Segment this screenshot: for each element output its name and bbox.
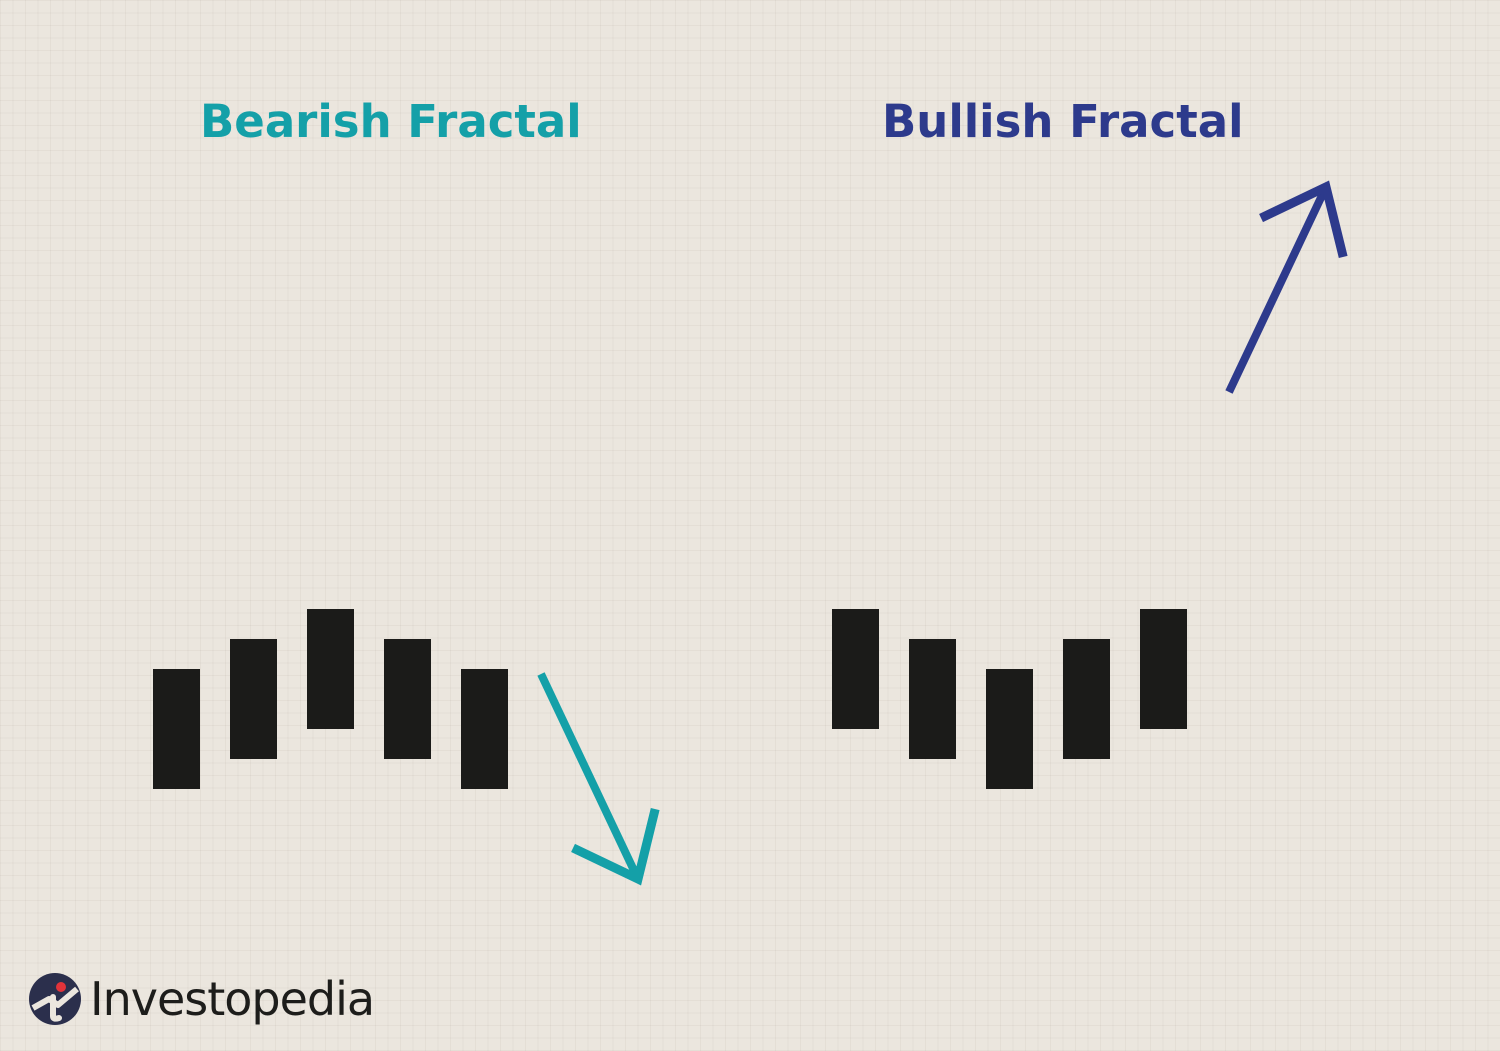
investopedia-brand: Investopedia	[28, 970, 375, 1028]
bullish-arrow-shaft	[1225, 185, 1330, 394]
investopedia-logo-icon	[29, 973, 81, 1025]
bearish-arrow-head	[571, 808, 660, 886]
bearish-bar-5	[461, 669, 508, 789]
bullish-arrow-head	[1259, 180, 1348, 258]
bullish-bar-5	[1140, 609, 1187, 729]
bullish-fractal-title: Bullish Fractal	[882, 95, 1244, 148]
bearish-bar-3	[307, 609, 354, 729]
bullish-bar-4	[1063, 639, 1110, 759]
bullish-bar-3	[986, 669, 1033, 789]
bearish-bar-1	[153, 669, 200, 789]
bearish-bar-2	[230, 639, 277, 759]
bearish-down-arrow-icon	[537, 672, 660, 886]
bullish-bar-1	[832, 609, 879, 729]
investopedia-wordmark: Investopedia	[90, 972, 375, 1026]
bullish-up-arrow-icon	[1225, 180, 1348, 394]
bearish-fractal-bars	[153, 609, 508, 789]
bearish-arrow-shaft	[537, 672, 642, 881]
bullish-fractal-bars	[832, 609, 1187, 789]
bearish-fractal-title: Bearish Fractal	[200, 95, 582, 148]
bullish-bar-2	[909, 639, 956, 759]
bearish-bar-4	[384, 639, 431, 759]
